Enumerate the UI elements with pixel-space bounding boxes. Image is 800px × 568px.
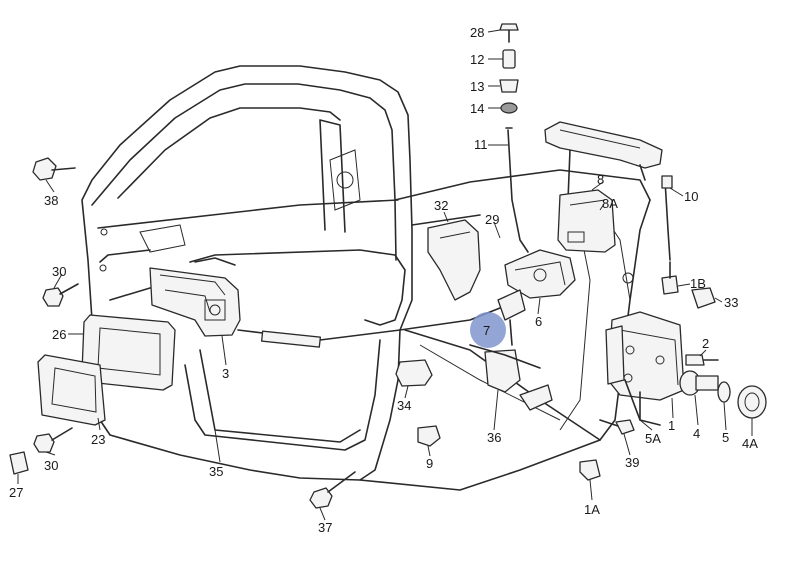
callout-13: 13: [470, 79, 484, 94]
callout-8a: 8A: [602, 196, 618, 211]
callout-28: 28: [470, 25, 484, 40]
clip-27: [9, 451, 29, 475]
callout-5a: 5A: [645, 431, 661, 446]
trim-cap-23: [37, 354, 106, 426]
bracket-32: [427, 219, 481, 301]
highlight-marker: [470, 312, 506, 348]
callout-1a: 1A: [584, 502, 600, 517]
inner-handle-mechanism: [149, 257, 521, 348]
cap-33: [691, 287, 716, 309]
callout-38: 38: [44, 193, 58, 208]
callout-34: 34: [397, 398, 411, 413]
clip-1a: [579, 459, 601, 481]
callout-3: 3: [222, 366, 229, 381]
callout-35: 35: [209, 464, 223, 479]
callout-37: 37: [318, 520, 332, 535]
callout-39: 39: [625, 455, 639, 470]
callout-30-lower: 30: [44, 458, 58, 473]
callout-27: 27: [9, 485, 23, 500]
trim-bezel-26: [81, 314, 176, 391]
top-fastener-stack: [499, 23, 529, 253]
callout-6: 6: [535, 314, 542, 329]
callout-1b: 1B: [690, 276, 706, 291]
callout-23: 23: [91, 432, 105, 447]
screw-30-lower: [33, 427, 73, 453]
callout-10: 10: [684, 189, 698, 204]
lock-mechanism-6: [497, 249, 576, 346]
callout-30-upper: 30: [52, 264, 66, 279]
bolt-4: [679, 370, 719, 396]
callout-29: 29: [485, 212, 499, 227]
washer-5: [717, 381, 731, 403]
grommet-9: [417, 425, 441, 447]
callout-1: 1: [668, 418, 675, 433]
callout-33: 33: [724, 295, 738, 310]
screw-30-upper: [42, 283, 79, 307]
door-lock-1: [605, 311, 685, 426]
callout-32: 32: [434, 198, 448, 213]
striker-4a: [737, 385, 767, 419]
callout-4a: 4A: [742, 436, 758, 451]
leader-lines: [17, 29, 753, 521]
screw-2: [685, 354, 719, 366]
clip-1b: [661, 261, 679, 295]
callout-26: 26: [52, 327, 66, 342]
lock-bracket-8: [557, 189, 616, 253]
callout-5: 5: [722, 430, 729, 445]
screw-38: [32, 157, 76, 181]
callout-9: 9: [426, 456, 433, 471]
callout-4: 4: [693, 426, 700, 441]
bracket-36: [469, 344, 553, 411]
lever-5a: [624, 379, 641, 421]
callout-2: 2: [702, 336, 709, 351]
screw-39: [599, 419, 635, 435]
callout-8: 8: [597, 172, 604, 187]
clip-34: [395, 359, 433, 387]
screw-37: [309, 471, 356, 509]
callout-labels: 28 12 13 14 11 10 8 8A 1B 33 32 29 6 7 3…: [9, 25, 758, 535]
callout-36: 36: [487, 430, 501, 445]
callout-12: 12: [470, 52, 484, 67]
callout-14: 14: [470, 101, 484, 116]
callout-7: 7: [483, 323, 490, 338]
callout-11: 11: [474, 137, 488, 152]
